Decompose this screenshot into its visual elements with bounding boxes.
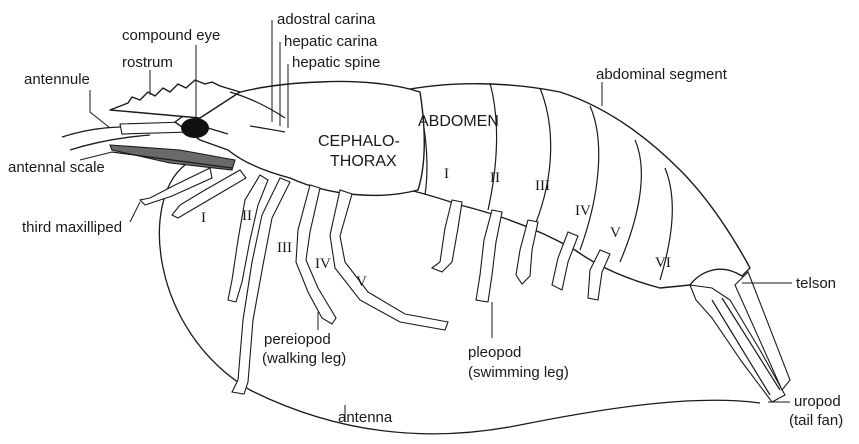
pereiopod-5 — [330, 190, 448, 330]
label-antenna: antenna — [338, 409, 393, 426]
label-pleopod-line1: pleopod — [468, 344, 521, 361]
label-pereiopod-line2: (walking leg) — [262, 350, 346, 367]
pereiopod-numeral-5: V — [356, 274, 367, 290]
label-hepatic-carina: hepatic carina — [284, 33, 378, 50]
label-rostrum: rostrum — [122, 54, 173, 71]
label-uropod-line2: (tail fan) — [789, 412, 843, 429]
abdominal-numeral-5: V — [610, 225, 621, 241]
pereiopod-numeral-1: I — [201, 210, 206, 226]
abdominal-numeral-4: IV — [575, 203, 591, 219]
label-telson: telson — [796, 275, 836, 292]
leader-third-maxilliped — [130, 202, 140, 222]
label-compound-eye: compound eye — [122, 27, 220, 44]
pleopod-2 — [476, 210, 502, 302]
pleopod-4 — [552, 232, 578, 290]
leader-antennule — [90, 90, 110, 128]
label-pereiopod-line1: pereiopod — [264, 331, 331, 348]
label-hepatic-spine: hepatic spine — [292, 54, 380, 71]
pereiopod-numeral-3: III — [277, 240, 292, 256]
region-cephalothorax-line2: THORAX — [330, 153, 397, 170]
label-third-maxilliped: third maxilliped — [22, 219, 122, 236]
compound-eye — [181, 118, 209, 138]
label-antennule: antennule — [24, 71, 90, 88]
region-cephalothorax-line1: CEPHALO- — [318, 133, 400, 150]
abdominal-numeral-6: VI — [655, 255, 671, 271]
pereiopod-4 — [296, 185, 336, 324]
pereiopod-numeral-4: IV — [315, 256, 331, 272]
label-adostral-carina: adostral carina — [277, 11, 376, 28]
label-antennal-scale: antennal scale — [8, 159, 105, 176]
pereiopod-numeral-2: II — [242, 208, 252, 224]
pleopod-numeral-3: III — [535, 178, 550, 194]
label-uropod-line1: uropod — [794, 393, 841, 410]
pleopod-numeral-1: I — [444, 166, 449, 182]
pleopod-1 — [432, 200, 462, 272]
label-pleopod-line2: (swimming leg) — [468, 364, 569, 381]
label-abdominal-segment: abdominal segment — [596, 66, 728, 83]
pleopod-numeral-2: II — [490, 170, 500, 186]
region-abdomen: ABDOMEN — [418, 113, 499, 130]
pleopod-3 — [516, 220, 538, 284]
